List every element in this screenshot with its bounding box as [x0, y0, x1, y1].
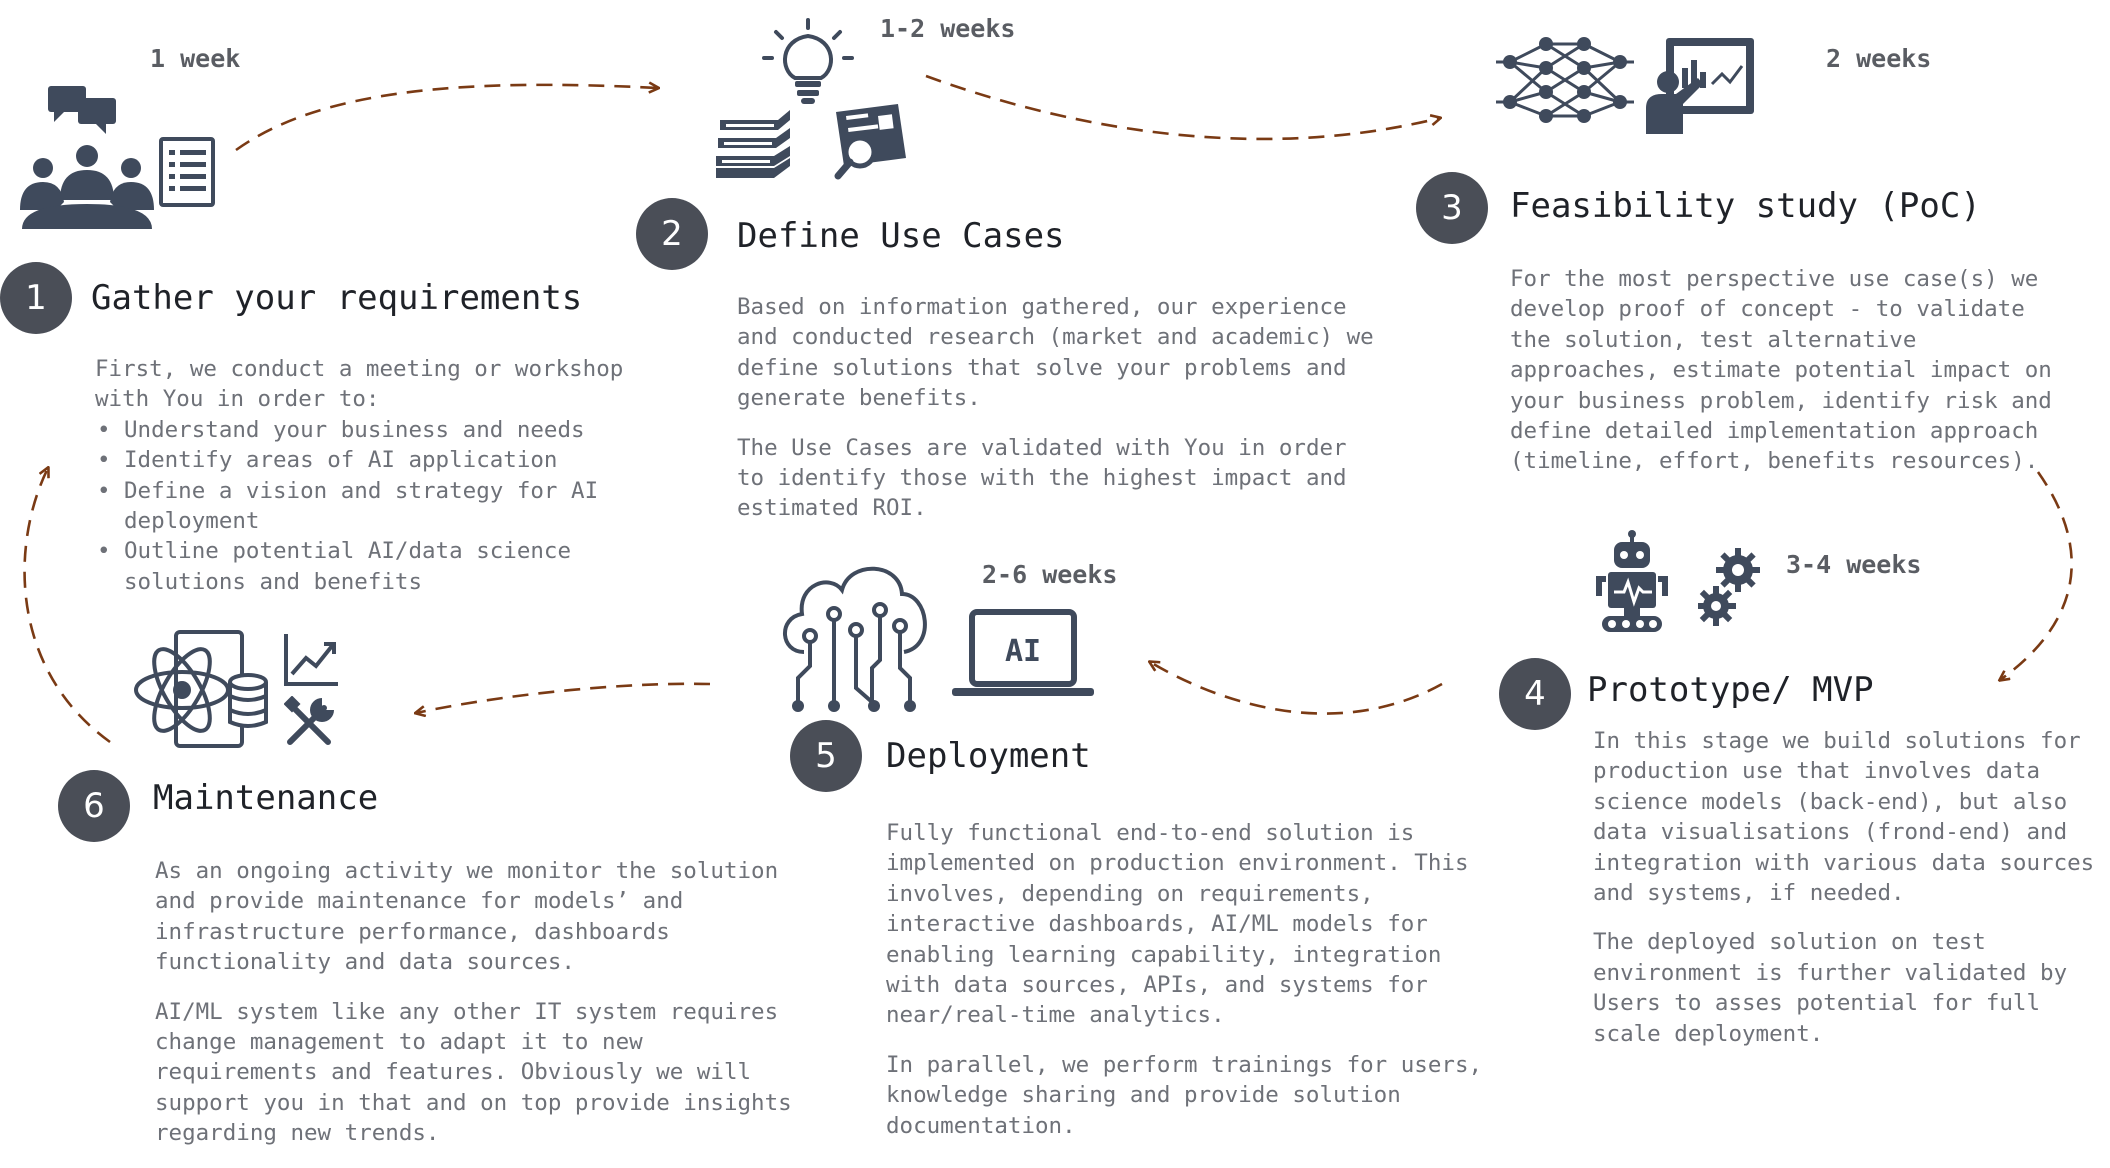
- step-6-paragraph: AI/ML system like any other IT system re…: [155, 998, 792, 1147]
- step-1-title: Gather your requirements: [91, 278, 583, 318]
- step-5-paragraph: Fully functional end-to-end solution is …: [886, 820, 1469, 1029]
- step-1-bullet: Understand your business and needs: [95, 415, 655, 446]
- step-1-badge: 1: [0, 262, 72, 334]
- step-1-duration: 1 week: [150, 44, 241, 73]
- step-6-badge: 6: [58, 770, 130, 842]
- step-6-description: As an ongoing activity we monitor the so…: [155, 856, 815, 1168]
- arrow-5-to-6: [416, 682, 711, 713]
- books-icon: [716, 110, 790, 178]
- arrow-6-to-1: [23, 468, 111, 744]
- step-3-title: Feasibility study (PoC): [1510, 186, 1981, 226]
- step-4-badge: 4: [1499, 658, 1571, 730]
- neural-network-icon: [1496, 37, 1634, 123]
- step-2-badge: 2: [636, 198, 708, 270]
- arrow-4-to-5: [1150, 662, 1443, 715]
- step-1-intro: First, we conduct a meeting or workshop …: [95, 356, 624, 413]
- checklist-icon: [159, 137, 215, 207]
- presentation-icon: [1646, 38, 1754, 134]
- step-5-duration: 2-6 weeks: [982, 560, 1118, 589]
- step-6-title: Maintenance: [153, 778, 379, 818]
- step-1-bullet: Define a vision and strategy for AI depl…: [95, 476, 655, 537]
- step-3-duration: 2 weeks: [1826, 44, 1932, 73]
- chart-up-icon: [284, 634, 338, 686]
- lightbulb-icon: [762, 18, 854, 104]
- step-4-paragraph: The deployed solution on test environmen…: [1593, 929, 2068, 1047]
- process-flow-arrows: [23, 74, 2073, 744]
- step-5-badge: 5: [790, 720, 862, 792]
- meeting-people-icon: [20, 86, 154, 229]
- arrow-2-to-3: [925, 74, 1440, 141]
- step-4-title: Prototype/ MVP: [1587, 670, 1874, 710]
- laptop-ai-icon: AI: [952, 609, 1094, 696]
- step-3-paragraph: For the most perspective use case(s) we …: [1510, 266, 2052, 475]
- step-2-duration: 1-2 weeks: [880, 14, 1016, 43]
- step-2-paragraph: The Use Cases are validated with You in …: [737, 434, 1347, 522]
- robot-icon: [1596, 530, 1668, 632]
- step-2-description: Based on information gathered, our exper…: [737, 292, 1377, 543]
- science-data-icon: [134, 630, 268, 748]
- laptop-ai-label: AI: [1005, 634, 1041, 669]
- tools-icon: [284, 696, 334, 745]
- gears-icon: [1698, 548, 1760, 626]
- step-6-paragraph: As an ongoing activity we monitor the so…: [155, 858, 779, 976]
- step-3-badge: 3: [1416, 172, 1488, 244]
- step-1-description: First, we conduct a meeting or workshop …: [95, 354, 655, 597]
- step-1-bullet: Outline potential AI/data science soluti…: [95, 536, 655, 597]
- document-search-icon: [834, 104, 906, 180]
- step-5-paragraph: In parallel, we perform trainings for us…: [886, 1051, 1483, 1139]
- step-4-duration: 3-4 weeks: [1786, 550, 1922, 579]
- step-4-description: In this stage we build solutions for pro…: [1593, 726, 2110, 1068]
- step-3-description: For the most perspective use case(s) we …: [1510, 264, 2070, 496]
- step-4-paragraph: In this stage we build solutions for pro…: [1593, 728, 2095, 907]
- step-2-title: Define Use Cases: [737, 216, 1065, 256]
- step-5-description: Fully functional end-to-end solution is …: [886, 818, 1496, 1160]
- arrow-1-to-2: [235, 85, 658, 152]
- arrow-3-to-4: [2000, 471, 2073, 680]
- step-2-paragraph: Based on information gathered, our exper…: [737, 294, 1374, 412]
- cloud-circuit-icon: [783, 566, 927, 712]
- step-1-bullet: Identify areas of AI application: [95, 445, 655, 476]
- step-5-title: Deployment: [886, 736, 1091, 776]
